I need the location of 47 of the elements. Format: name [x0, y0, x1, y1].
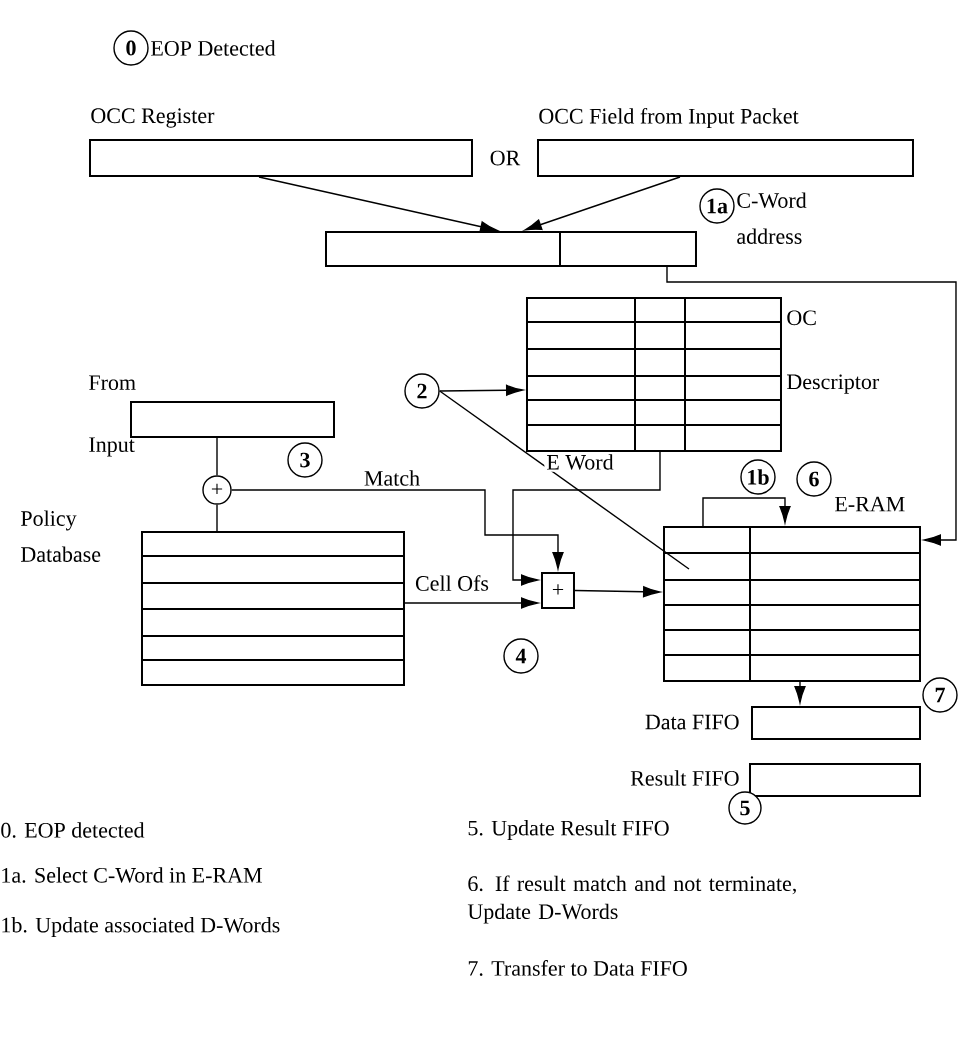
node-label: OC Descriptor — [787, 310, 880, 394]
step-description: 5. Update Result FIFO — [468, 820, 669, 840]
adder-box: + — [541, 572, 575, 609]
node-label: From Input — [89, 375, 136, 457]
step-number: 0 — [113, 30, 149, 66]
step-number: 2 — [404, 373, 440, 409]
step-number: 3 — [287, 442, 323, 478]
step-number: 1a — [699, 188, 735, 224]
step-number: 1b — [740, 459, 776, 495]
arrow — [258, 176, 498, 233]
node-label: Result FIFO — [630, 770, 739, 786]
arrow — [666, 266, 957, 546]
step-description: 1b. Update associated D-Words — [2, 917, 280, 937]
step-description: 0. EOP detected — [1, 822, 145, 838]
node-label: E-RAM — [835, 496, 905, 512]
ram-table: E-RAM — [663, 496, 921, 682]
database-table: Policy Database — [21, 510, 405, 686]
edge-label: Match — [361, 468, 423, 488]
arrow — [512, 451, 661, 586]
register-box: OCC Register — [89, 108, 473, 177]
node-label: Policy Database — [21, 510, 101, 562]
arrow — [231, 489, 564, 570]
arrow — [702, 497, 791, 527]
arrow — [439, 384, 524, 396]
step-description: 7. Transfer to Data FIFO — [468, 960, 687, 976]
node-label: OCC Register — [91, 108, 215, 128]
arrow — [404, 597, 539, 609]
step-description: 1a. Select C-Word in E-RAM — [2, 867, 262, 883]
step-caption: EOP Detected — [151, 40, 276, 56]
arrow — [574, 586, 661, 598]
step-number: 7 — [922, 677, 958, 713]
operator-label: OR — [490, 150, 521, 166]
edge-label: Cell Ofs — [413, 573, 491, 593]
field-box: OCC Field from Input Packet — [537, 107, 914, 177]
descriptor-table: OC Descriptor — [526, 297, 880, 452]
step-number: 4 — [503, 638, 539, 674]
node-label: Data FIFO — [645, 714, 739, 730]
node-label: OCC Field from Input Packet — [539, 107, 799, 129]
step-description: 6. If result match and not terminate, Update D-Words — [467, 875, 796, 924]
arrow — [524, 176, 681, 231]
arrow — [794, 681, 806, 704]
step-caption: C-Word address — [737, 192, 807, 244]
address-register — [325, 231, 697, 267]
step-number: 6 — [796, 461, 832, 497]
fifo-box: Data FIFO — [645, 706, 921, 740]
step-number: 5 — [728, 791, 762, 825]
edge-label: E Word — [544, 452, 616, 472]
